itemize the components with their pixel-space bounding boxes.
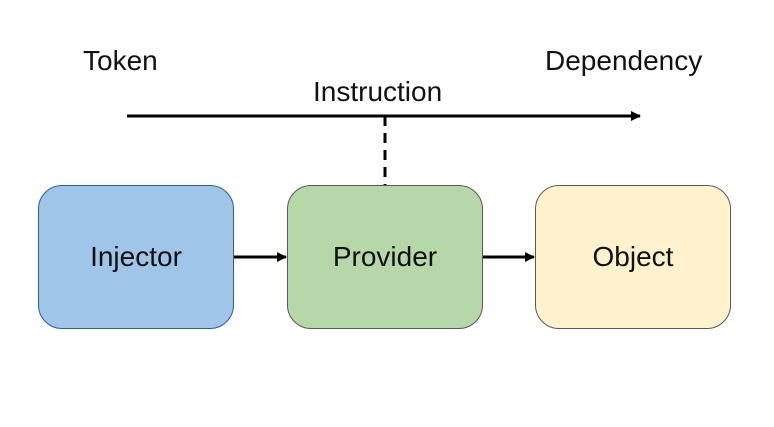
object-box: Object [535,185,731,329]
provider-box: Provider [287,185,483,329]
provider-label: Provider [332,241,438,272]
object-label: Object [592,241,674,272]
instruction-label: Instruction [313,76,443,107]
injector-label: Injector [90,241,182,272]
token-label: Token [83,45,158,76]
dependency-label: Dependency [545,45,703,76]
injector-box: Injector [38,185,234,329]
